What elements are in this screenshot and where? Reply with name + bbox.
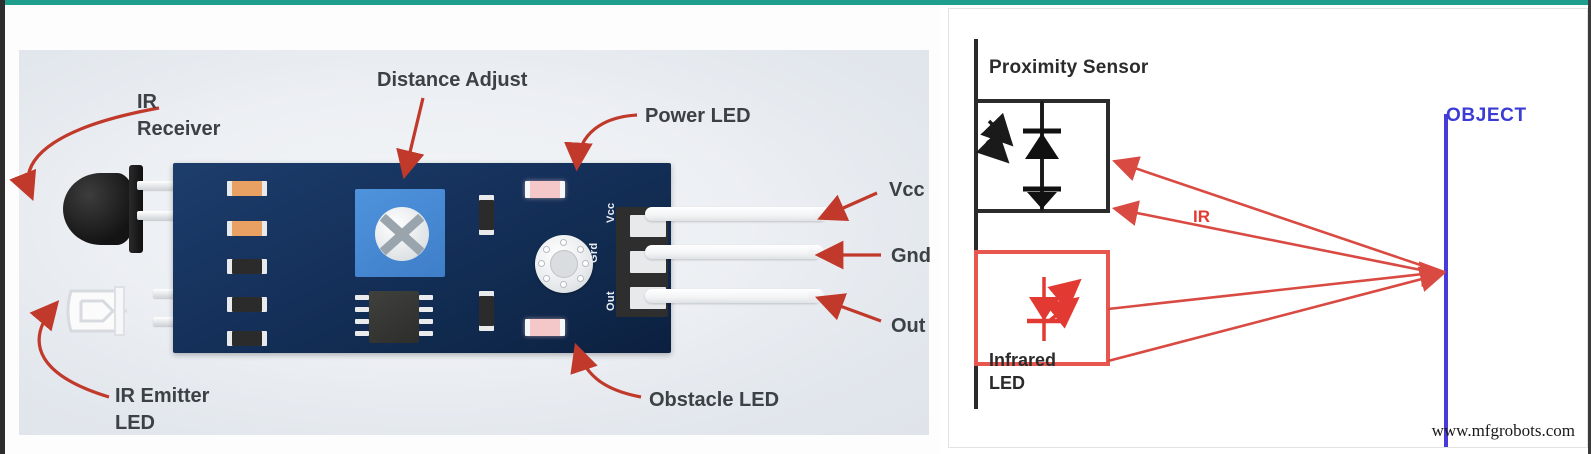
- top-accent-rule: [0, 0, 1591, 5]
- site-watermark: www.mfgrobots.com: [1431, 421, 1575, 440]
- ic-pin: [355, 307, 369, 312]
- ic-pin: [419, 331, 433, 336]
- left-panel-ir-module: Vcc Grd Out: [5, 5, 940, 454]
- obstacle-led-component: [525, 319, 565, 336]
- left-frame-edge: [0, 0, 5, 454]
- ic-pin: [419, 307, 433, 312]
- ic-pin: [419, 319, 433, 324]
- callout-distance-adjust: Distance Adjust: [377, 69, 528, 91]
- smd-resistor-6: [479, 195, 494, 235]
- trimmer-knob[interactable]: [375, 207, 429, 261]
- smd-resistor-3: [227, 259, 267, 274]
- ir-beam-label: IR: [1193, 207, 1210, 226]
- schematic-drawing: [974, 39, 1448, 447]
- callout-obstacle-led: Obstacle LED: [649, 389, 780, 411]
- distance-adjust-trimmer[interactable]: [355, 189, 445, 277]
- callout-ir-emitter-led: IR Emitter LED: [115, 385, 210, 434]
- sensor-pcb: Vcc Grd Out: [173, 163, 671, 353]
- power-led-component: [525, 181, 565, 198]
- callout-arrow-layer: [9, 97, 882, 399]
- ic-pin: [419, 295, 433, 300]
- callout-gnd: Gnd: [891, 245, 931, 267]
- smd-resistor-5: [227, 331, 267, 346]
- callout-out: Out: [891, 315, 926, 337]
- right-frame-edge: [1588, 0, 1591, 454]
- callout-power-led: Power LED: [645, 105, 751, 127]
- smd-resistor-2: [227, 221, 267, 236]
- right-panel-schematic: Proximity Sensor: [948, 8, 1588, 448]
- ir-receiver-dome: [63, 173, 137, 245]
- object-label: OBJECT: [1446, 105, 1527, 126]
- smd-resistor-1: [227, 181, 267, 196]
- comparator-ic: [355, 291, 433, 343]
- ir-receiver-lead-2: [137, 211, 193, 220]
- schematic-title: Proximity Sensor: [989, 57, 1149, 78]
- infrared-led-caption: Infrared LED: [989, 350, 1057, 393]
- callout-vcc: Vcc: [889, 179, 925, 201]
- round-potentiometer-center: [550, 250, 578, 278]
- callout-ir-receiver: IR Receiver: [137, 91, 221, 140]
- ir-receiver-lead-1: [137, 181, 193, 190]
- smd-resistor-7: [479, 291, 494, 331]
- round-potentiometer[interactable]: [535, 235, 593, 293]
- smd-resistor-4: [227, 297, 267, 312]
- ic-pin: [355, 295, 369, 300]
- ir-emitter-led-body: [65, 277, 153, 345]
- ic-pin: [355, 331, 369, 336]
- ic-pin: [355, 319, 369, 324]
